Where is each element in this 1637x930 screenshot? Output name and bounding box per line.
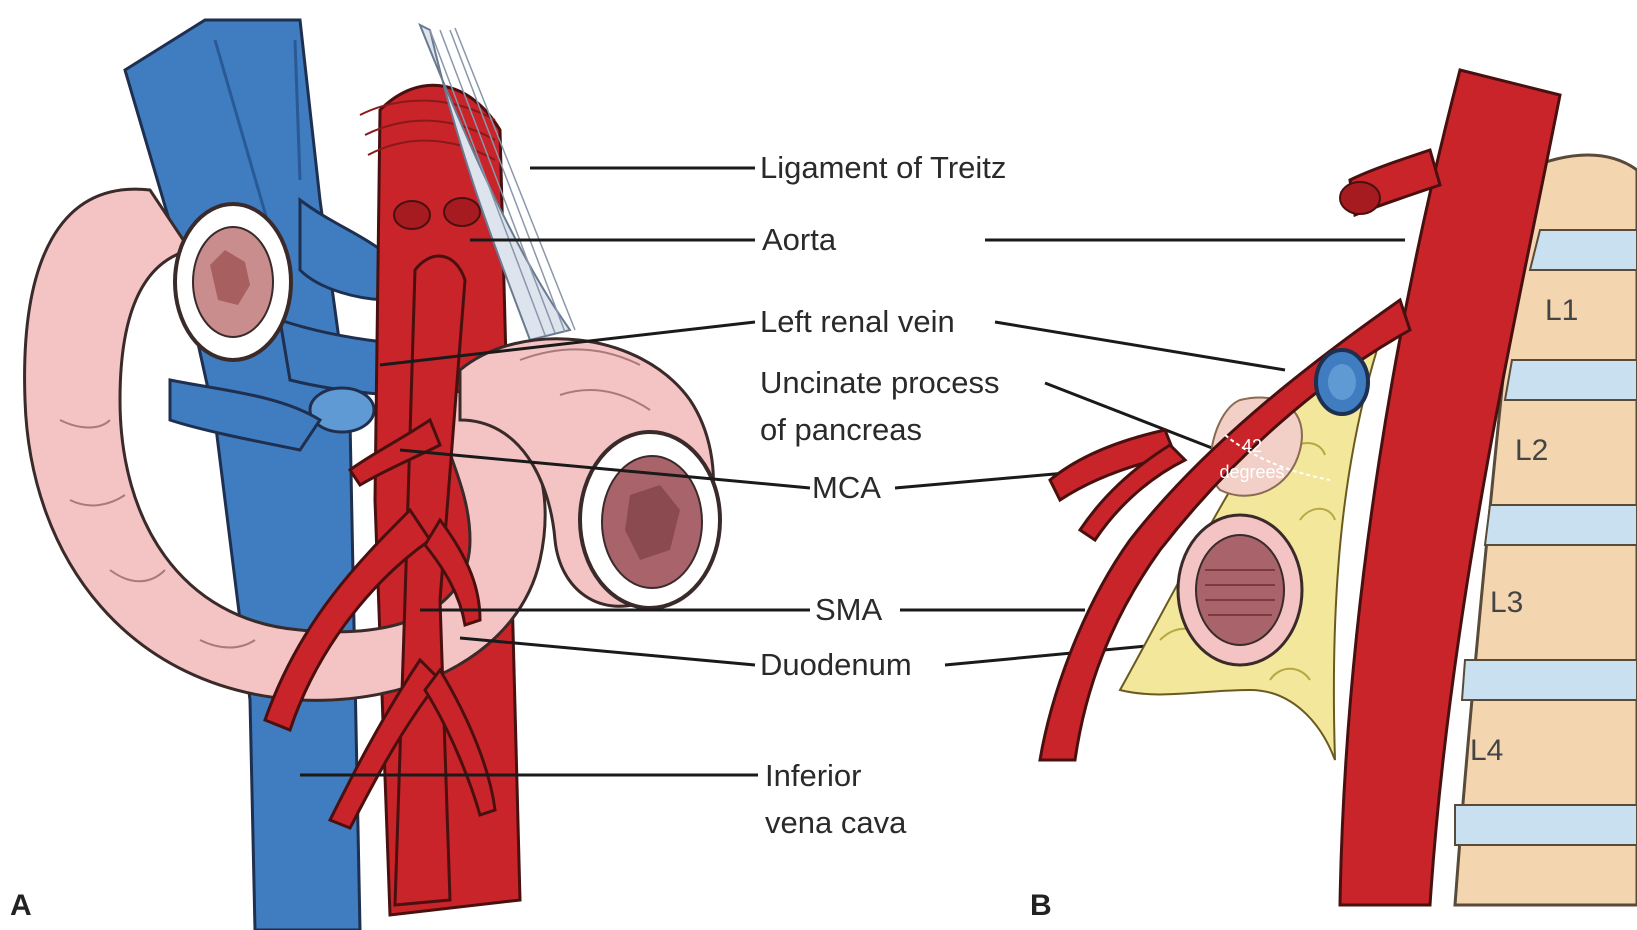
panel-b-illustration [1040, 70, 1637, 905]
label-ligament-of-treitz: Ligament of Treitz [760, 150, 1006, 185]
inferior-vena-cava-shape [125, 20, 360, 930]
panel-a-illustration [25, 20, 720, 930]
label-mca: MCA [812, 470, 881, 505]
angle-unit: degrees [1219, 462, 1284, 482]
duodenum-sagittal-shape [1178, 515, 1302, 665]
panel-label-b: B [1030, 889, 1052, 922]
vertebra-label-l2: L2 [1515, 434, 1548, 467]
label-left-renal-vein: Left renal vein [760, 304, 955, 339]
vertebra-label-l4: L4 [1470, 734, 1503, 767]
vertebra-label-l1: L1 [1545, 294, 1578, 327]
label-ivc-line1: Inferior [765, 758, 861, 793]
left-renal-vein-sagittal-shape [1316, 350, 1368, 414]
label-uncinate-process-line1: Uncinate process [760, 365, 1000, 400]
label-aorta: Aorta [762, 222, 837, 257]
label-uncinate-process-line2: of pancreas [760, 412, 922, 447]
label-ivc-line2: vena cava [765, 805, 907, 840]
vertebra-label-l3: L3 [1490, 586, 1523, 619]
panel-label-a: A [10, 889, 32, 922]
label-duodenum: Duodenum [760, 647, 912, 682]
label-sma: SMA [815, 592, 883, 627]
angle-value: 42 [1242, 436, 1262, 456]
